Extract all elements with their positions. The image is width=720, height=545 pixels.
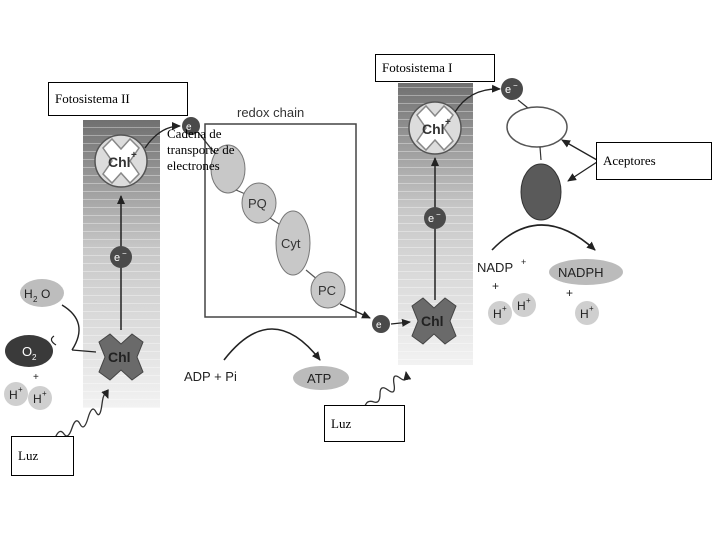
pq-label: PQ	[248, 196, 267, 211]
chl-excited-psi-plus: +	[445, 117, 451, 128]
electron-psi-top-charge: −	[513, 81, 518, 90]
proton-nadp-1-text: H	[493, 307, 502, 321]
electron-psi-middle-charge: −	[436, 210, 441, 219]
atp-synthesis-arc	[223, 328, 321, 361]
nadp-charge: +	[521, 257, 526, 267]
acceptor-pointer-bottom	[567, 161, 598, 182]
electron-transport-chain-label: Cadena de transporte de electrones	[167, 126, 277, 174]
chl-excited-psii-text: Chl	[108, 154, 131, 170]
proton-nadph-text: H	[580, 307, 589, 321]
nadph-plus-sign: +	[566, 286, 573, 300]
electron-to-acceptor-line	[517, 99, 529, 109]
proton-water-2: H +	[28, 386, 52, 410]
proton-water-1-text: H	[9, 388, 18, 402]
photosystem-1-label: Fotosistema I	[375, 54, 495, 82]
chl-excited-psii-plus: +	[131, 150, 137, 161]
chl-ground-psi: Chl	[411, 297, 457, 345]
proton-water-1: H +	[4, 382, 28, 406]
chl-ground-psi-text: Chl	[421, 313, 444, 329]
cyt-oval	[275, 210, 311, 276]
atp-oval	[293, 366, 349, 390]
cyt-label: Cyt	[281, 236, 301, 251]
electron-psi-bottom: e	[372, 315, 390, 333]
oxygen-text: O	[22, 344, 32, 359]
water-molecule: H 2 O	[20, 279, 64, 307]
electron-psii-middle-charge: −	[122, 249, 127, 258]
electron-psi-top: e −	[501, 78, 523, 100]
light-ray-psi	[359, 371, 412, 411]
nadph-label: NADPH	[558, 265, 604, 280]
acceptor-dark-oval	[520, 163, 562, 221]
electron-psi-top-text: e	[505, 84, 511, 96]
electron-psi-bottom-text: e	[376, 320, 382, 331]
oxygen-release-arrow	[50, 335, 57, 346]
acceptor-link-line	[539, 146, 542, 161]
nadph-oval	[549, 259, 623, 285]
pc-oval	[310, 271, 346, 309]
proton-nadp-1-charge: +	[502, 304, 507, 313]
chl-ground-psii: Chl	[98, 333, 144, 381]
electron-psii-middle: e −	[110, 246, 132, 268]
proton-nadp-1: H +	[488, 301, 512, 325]
light-label-middle: Luz	[324, 405, 405, 442]
adp-pi-label: ADP + Pi	[184, 369, 237, 384]
electron-to-psi-arrow	[390, 318, 411, 327]
psii-to-electron-arrow	[144, 122, 181, 149]
proton-nadp-2-charge: +	[526, 296, 531, 305]
pc-label: PC	[318, 283, 336, 298]
water-to-chl-line	[71, 349, 97, 353]
pq-oval	[241, 182, 277, 224]
electron-psii-top-text: e	[186, 122, 192, 133]
nadp-reduction-arc	[491, 224, 596, 251]
atp-label: ATP	[307, 371, 331, 386]
proton-water-2-text: H	[33, 392, 42, 406]
electron-psi-middle: e −	[424, 207, 446, 229]
pc-to-electron-arrow	[339, 303, 371, 319]
oxygen-plus-sign: +	[33, 372, 39, 383]
water-splitting-arc	[61, 304, 80, 351]
etc-line-2: transporte de	[167, 142, 235, 157]
electron-psi-middle-text: e	[428, 213, 434, 225]
proton-nadph: H +	[575, 301, 599, 325]
etc-line-1: Cadena de	[167, 126, 222, 141]
acceptor-light-oval	[506, 106, 568, 148]
proton-nadp-2-text: H	[517, 299, 526, 313]
redox-chain-box	[204, 123, 357, 318]
psi-to-electron-arrow	[454, 84, 501, 113]
proton-water-1-charge: +	[18, 385, 23, 394]
proton-nadph-charge: +	[589, 304, 594, 313]
acceptor-pointer-top	[561, 139, 598, 161]
acceptors-label: Aceptores	[596, 142, 712, 180]
etc-line-3: electrones	[167, 158, 220, 173]
water-h: H	[24, 287, 33, 301]
electron-psii-top: e	[182, 117, 200, 135]
nadp-text: NADP	[477, 260, 513, 275]
proton-nadp-2: H +	[512, 293, 536, 317]
water-sub: 2	[33, 295, 38, 304]
chl-ground-psii-text: Chl	[108, 349, 131, 365]
water-o: O	[41, 287, 50, 301]
chain-carrier-top	[210, 144, 246, 194]
electron-psii-middle-text: e	[114, 252, 120, 264]
chl-excited-psii: Chl +	[94, 134, 148, 188]
photosystem-2-label: Fotosistema II	[48, 82, 188, 116]
proton-water-2-charge: +	[42, 389, 47, 398]
oxygen-molecule: O 2	[5, 335, 53, 367]
redox-chain-label: redox chain	[237, 105, 304, 120]
chl-excited-psi-text: Chl	[422, 121, 445, 137]
light-label-left: Luz	[11, 436, 74, 476]
nadp-plus-sign: +	[492, 279, 499, 293]
oxygen-sub: 2	[32, 353, 37, 362]
nadp-plus: NADP + +	[477, 257, 526, 293]
chl-excited-psi: Chl +	[408, 101, 462, 155]
